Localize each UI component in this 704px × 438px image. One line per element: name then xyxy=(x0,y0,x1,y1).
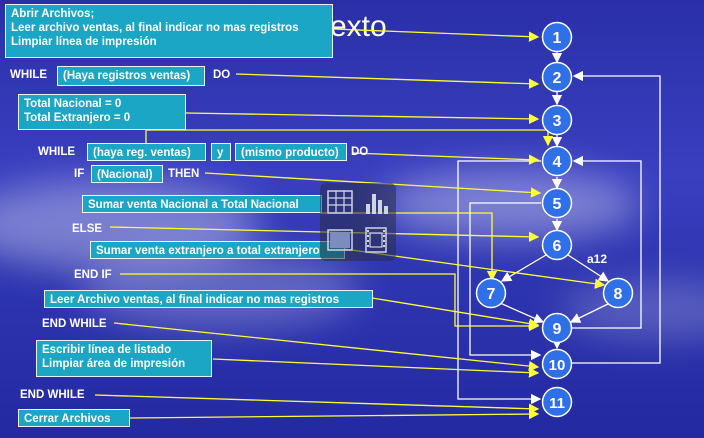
edge-7-9 xyxy=(499,302,545,324)
media-clip-icon[interactable] xyxy=(360,224,392,256)
node-label: 11 xyxy=(549,395,565,412)
picture-icon[interactable] xyxy=(324,224,356,256)
node-label: 6 xyxy=(553,238,562,255)
sum-national-box: Sumar venta Nacional a Total Nacional xyxy=(82,195,322,213)
node-label: 3 xyxy=(553,113,562,130)
box-line: Abrir Archivos; xyxy=(11,8,95,20)
edge-4-11 xyxy=(457,160,542,405)
node-label: 7 xyxy=(487,286,496,303)
box-line: Leer archivo ventas, al final indicar no… xyxy=(11,22,299,34)
node-label: 2 xyxy=(553,70,562,87)
while-keyword: WHILE xyxy=(10,69,48,81)
node-1: 1 xyxy=(541,21,573,53)
node-3: 3 xyxy=(541,104,573,136)
node-6: 6 xyxy=(541,229,573,261)
node-10: 10 xyxy=(541,348,573,380)
background-glow xyxy=(380,170,640,240)
node-4: 4 xyxy=(541,145,573,177)
edge-9-4 xyxy=(572,155,642,329)
while-keyword: WHILE xyxy=(38,146,76,158)
table-icon[interactable] xyxy=(324,186,356,218)
chart-icon[interactable] xyxy=(360,186,392,218)
edge-8-9 xyxy=(569,302,611,323)
node-label: 4 xyxy=(553,154,562,171)
box-line: Limpiar área de impresión xyxy=(42,358,186,370)
node-label: 10 xyxy=(549,357,566,374)
totals-box: Total Nacional = 0 Total Extranjero = 0 xyxy=(18,94,186,130)
box-line: Escribir línea de listado xyxy=(42,344,172,356)
edge-6-7 xyxy=(500,254,547,282)
if-keyword: IF xyxy=(74,168,85,180)
box-line: Limpiar línea de impresión xyxy=(11,36,157,48)
edge-10-2 xyxy=(572,70,661,364)
node-8: 8 xyxy=(602,277,634,309)
insert-content-toolbar xyxy=(320,183,396,261)
do-keyword: DO xyxy=(213,69,231,81)
edge-label-a12: a12 xyxy=(587,252,607,266)
while-condition-box: (mismo producto) xyxy=(235,143,347,161)
box-line: Total Nacional = 0 xyxy=(24,98,122,110)
endif-keyword: END IF xyxy=(74,269,112,281)
node-2: 2 xyxy=(541,61,573,93)
do-keyword: DO xyxy=(351,146,369,158)
else-keyword: ELSE xyxy=(72,223,103,235)
close-files-box: Cerrar Archivos xyxy=(18,409,130,427)
edge-6-8 xyxy=(567,254,610,282)
endwhile-keyword: END WHILE xyxy=(20,389,85,401)
node-label: 1 xyxy=(553,30,562,47)
while-condition-box: (haya reg. ventas) xyxy=(87,143,206,161)
graph-nodes: 1 2 3 4 5 6 7 8 9 10 11 xyxy=(475,21,634,418)
open-files-box: Abrir Archivos; Leer archivo ventas, al … xyxy=(5,4,333,58)
slide-title: exto xyxy=(330,10,387,43)
read-sales-box: Leer Archivo ventas, al final indicar no… xyxy=(44,290,373,308)
node-9: 9 xyxy=(541,312,573,344)
node-5: 5 xyxy=(541,187,573,219)
edge-5-10 xyxy=(469,202,542,361)
node-label: 9 xyxy=(553,321,562,338)
while-condition-box: (Haya registros ventas) xyxy=(57,66,205,86)
if-condition-box: (Nacional) xyxy=(91,165,163,183)
endwhile-keyword: END WHILE xyxy=(42,318,107,330)
node-7: 7 xyxy=(475,277,507,309)
box-line: Total Extranjero = 0 xyxy=(24,112,131,124)
sum-foreign-box: Sumar venta extranjero a total extranjer… xyxy=(90,241,345,259)
node-label: 8 xyxy=(614,286,623,303)
write-line-box: Escribir línea de listado Limpiar área d… xyxy=(36,340,212,377)
then-keyword: THEN xyxy=(168,168,200,180)
node-label: 5 xyxy=(553,196,562,213)
node-11: 11 xyxy=(541,386,573,418)
and-box: y xyxy=(211,143,231,161)
